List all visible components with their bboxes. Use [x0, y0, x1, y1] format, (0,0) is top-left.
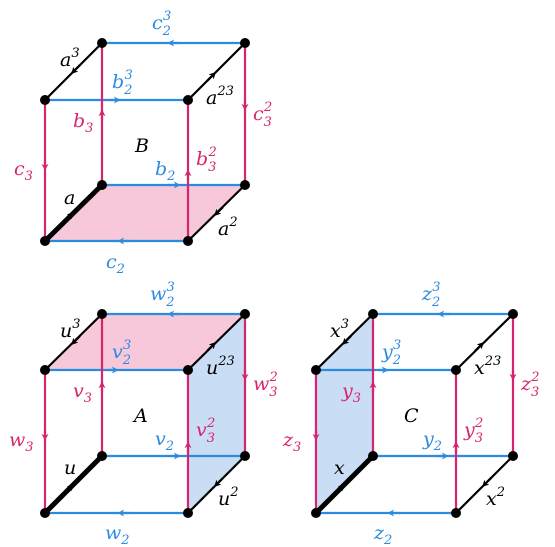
label-x: x	[334, 457, 345, 479]
label-x2: x2	[486, 485, 505, 510]
label-v3: v3	[73, 380, 92, 406]
label-a3: a3	[60, 46, 80, 71]
cube-a-labels: A u u2 u3 u23 v2 v3 v23 v32 w2 w3 w23 w3…	[9, 280, 278, 547]
cube-b-edges	[41, 39, 249, 245]
cube-b: B a a2 a3 a23 b2 b3 b23 b32 c2 c3 c23 c3…	[14, 9, 272, 277]
label-c2: c2	[106, 251, 125, 277]
label-c3: c3	[14, 158, 33, 184]
label-a: a	[64, 187, 75, 209]
cube-a-vertices	[40, 309, 250, 518]
label-w3: w3	[9, 429, 34, 455]
label-w2: w2	[105, 522, 130, 547]
label-y2: y2	[422, 428, 442, 454]
label-y2-3: y23	[381, 338, 401, 368]
label-a23: a23	[206, 84, 234, 109]
cube-b-labels: B a a2 a3 a23 b2 b3 b23 b32 c2 c3 c23 c3…	[14, 9, 272, 277]
label-a2: a2	[218, 215, 238, 240]
label-v2: v2	[155, 428, 174, 454]
cube-a-right-face	[188, 314, 245, 513]
label-w2-3: w23	[150, 280, 175, 310]
label-y3: y3	[341, 380, 361, 406]
label-b3-2: b32	[196, 145, 217, 175]
label-w3-2: w32	[253, 370, 278, 400]
label-x23: x23	[474, 354, 501, 379]
cube-c-edges	[312, 310, 517, 517]
label-z2: z2	[373, 522, 392, 547]
cube-a: A u u2 u3 u23 v2 v3 v23 v32 w2 w3 w23 w3…	[9, 280, 278, 547]
cube-a-top-face	[45, 314, 245, 370]
label-v2-3: v23	[112, 338, 131, 368]
cube-a-edges	[41, 310, 249, 517]
label-y3-2: y32	[463, 416, 483, 446]
cube-b-bottom-face	[45, 185, 245, 241]
label-a-center: A	[132, 405, 148, 427]
label-v3-2: v32	[196, 416, 215, 446]
label-z3: z3	[282, 429, 301, 455]
label-b3: b3	[73, 110, 93, 136]
cube-c-labels: C x x2 x3 x23 y2 y3 y23 y32 z2 z3 z23 z3…	[282, 280, 540, 547]
cube-b-vertices	[40, 38, 250, 246]
label-b2-3: b23	[112, 68, 133, 98]
cube-c-left-face	[316, 314, 373, 513]
label-u2: u2	[218, 485, 239, 510]
label-x3: x3	[330, 317, 349, 342]
label-z2-3: z23	[421, 280, 441, 310]
cube-c: C x x2 x3 x23 y2 y3 y23 y32 z2 z3 z23 z3…	[282, 280, 540, 547]
label-b-center: B	[134, 135, 149, 157]
label-c3-2: c32	[253, 100, 272, 130]
label-c2-3: c23	[152, 9, 171, 39]
label-b2: b2	[155, 158, 175, 184]
label-u3: u3	[60, 317, 81, 342]
label-c-center: C	[404, 405, 419, 427]
label-u: u	[64, 457, 76, 479]
cube-c-vertices	[311, 309, 518, 518]
label-u23: u23	[206, 354, 235, 379]
label-z3-2: z32	[520, 370, 540, 400]
